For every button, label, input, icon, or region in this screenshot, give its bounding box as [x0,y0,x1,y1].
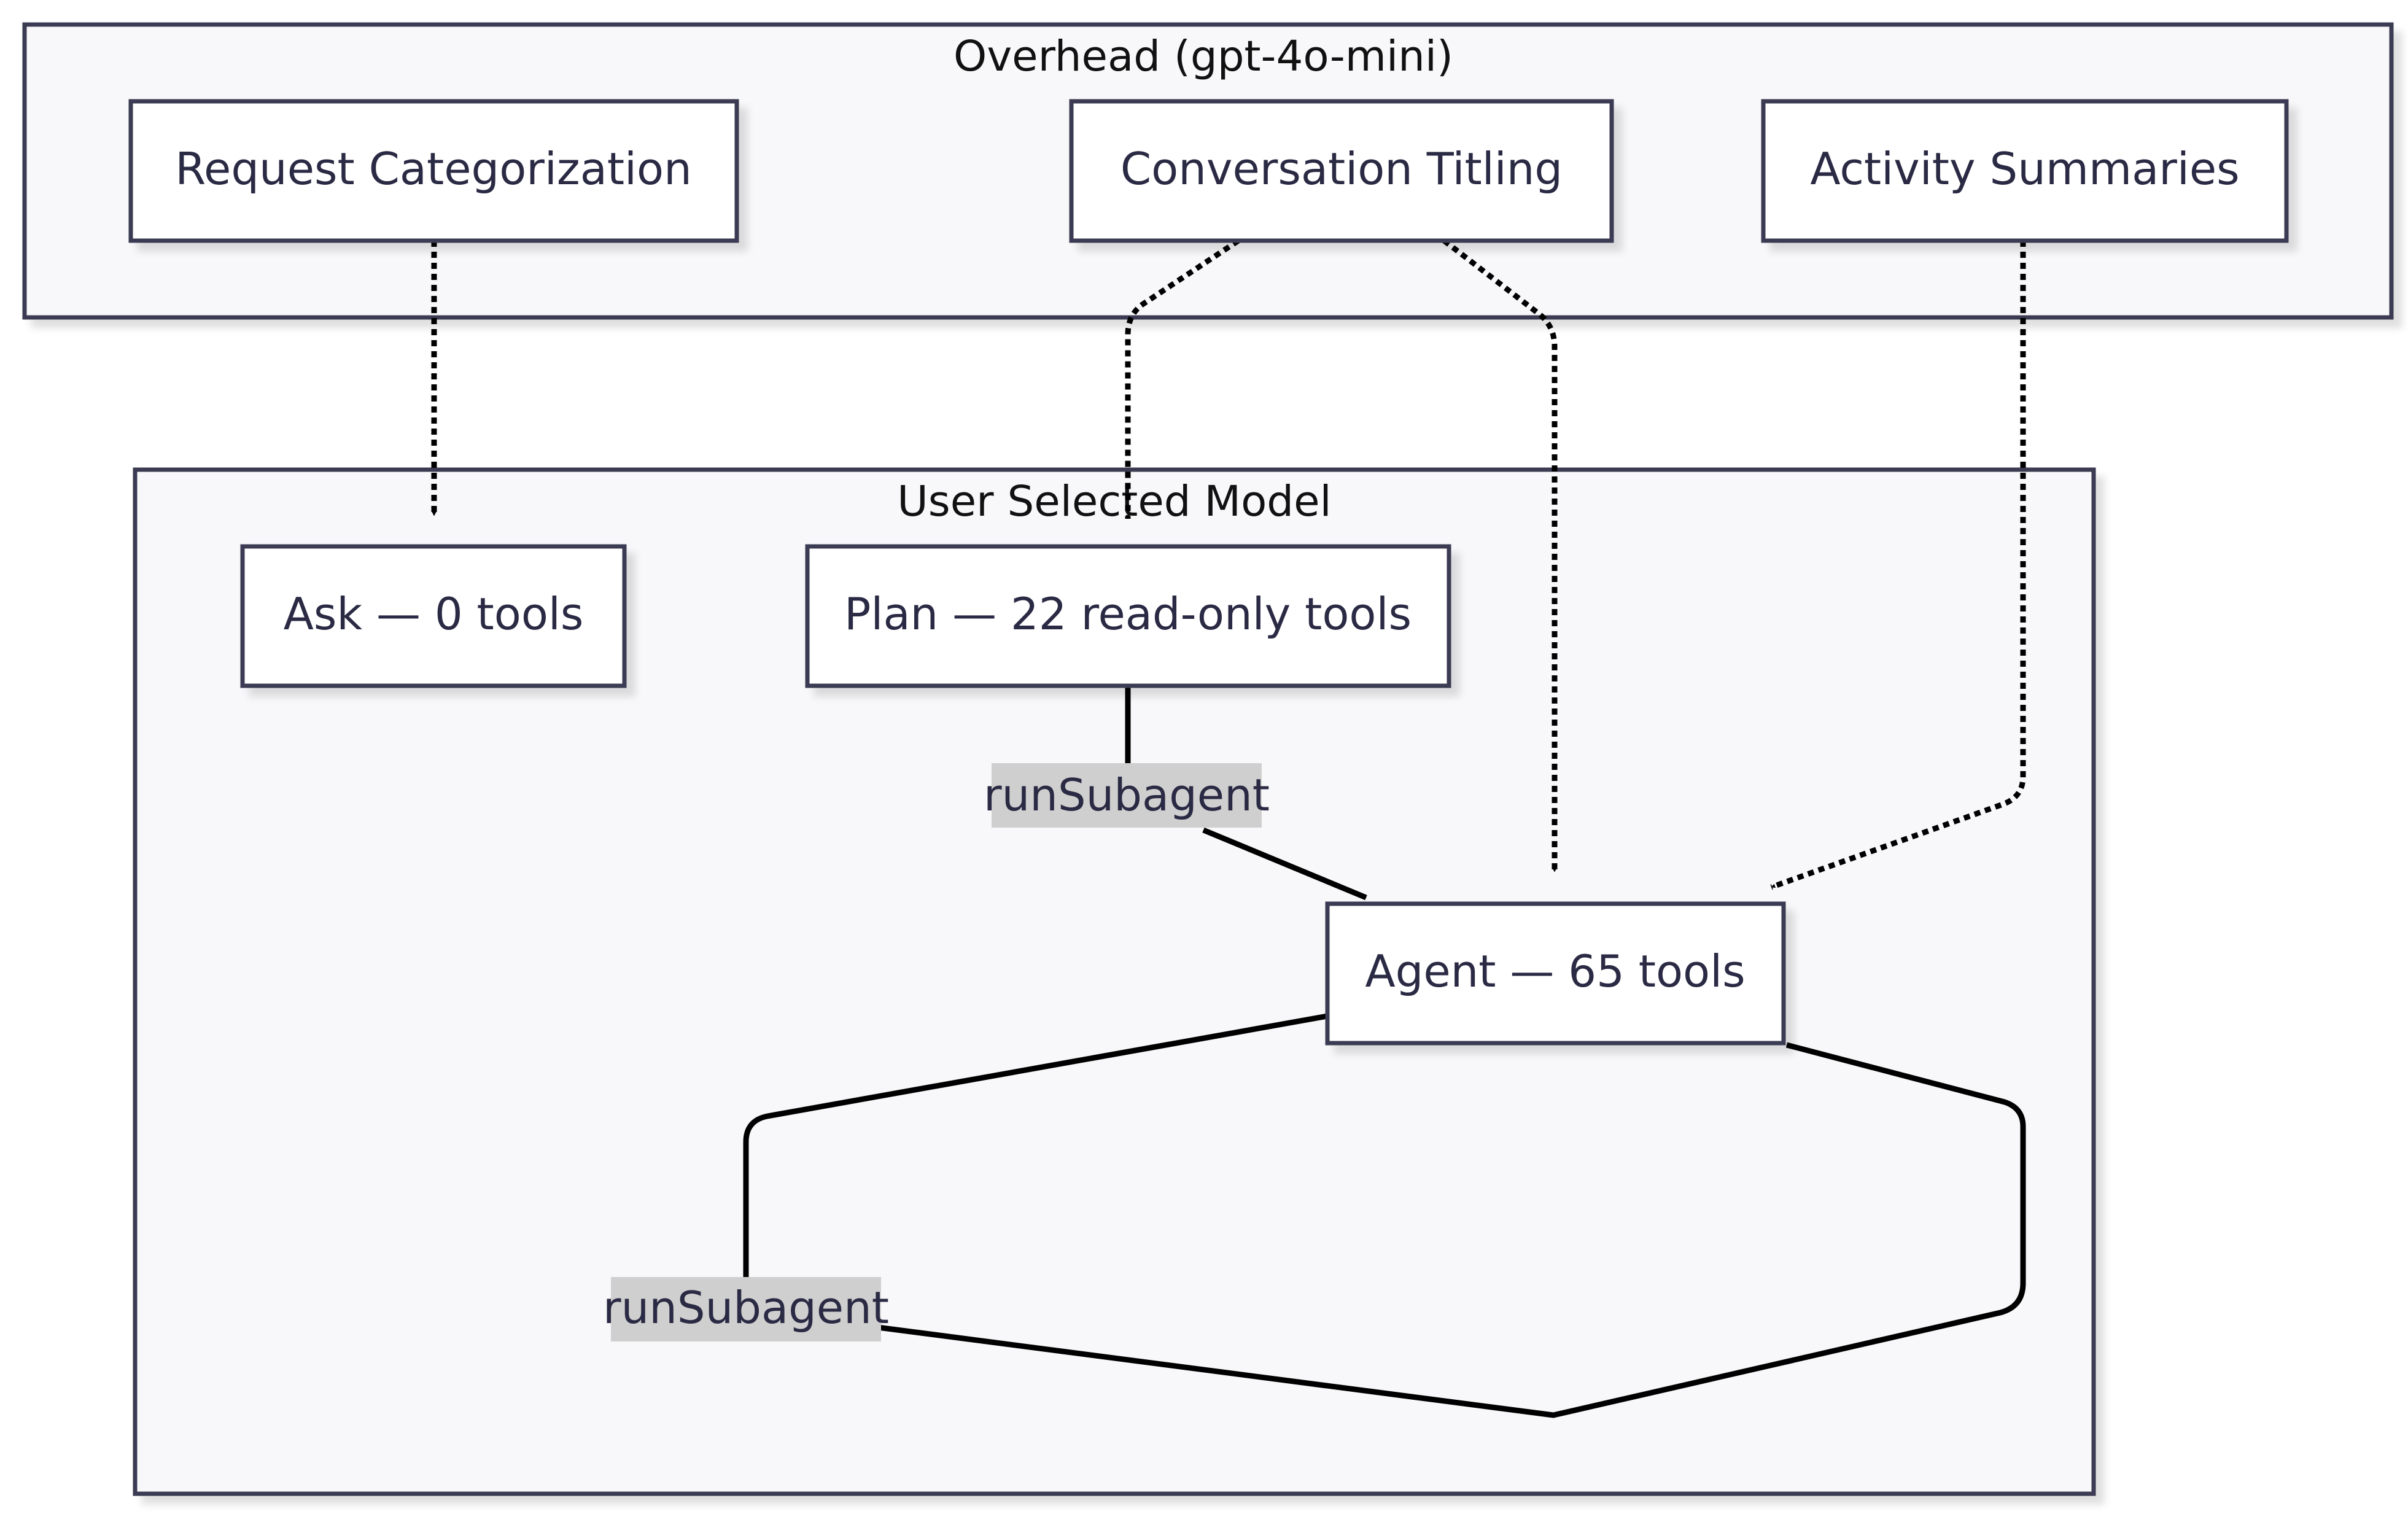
node-agent-label: Agent — 65 tools [1365,945,1745,997]
edge-activity-summaries-to-agent [1770,241,2026,890]
edge-label-agent-self-loop: runSubagent [603,1277,889,1341]
node-conversation-titling[interactable]: Conversation Titling [1069,99,1614,243]
node-conversation-titling-label: Conversation Titling [1120,143,1563,195]
node-activity-summaries-label: Activity Summaries [1810,143,2239,195]
node-ask-label: Ask — 0 tools [284,588,584,640]
edge-label-plan-to-agent-text: runSubagent [984,769,1270,821]
edge-conversation-titling-to-agent [1442,238,1558,872]
edge-plan-to-agent [1125,686,1366,898]
node-plan[interactable]: Plan — 22 read-only tools [805,544,1451,688]
node-request-categorization-label: Request Categorization [175,143,691,195]
edge-label-agent-self-loop-text: runSubagent [603,1282,889,1333]
cluster-user-selected-title: User Selected Model [897,477,1331,526]
cluster-overhead-title: Overhead (gpt-4o-mini) [953,32,1453,81]
node-agent[interactable]: Agent — 65 tools [1325,901,1786,1046]
node-ask[interactable]: Ask — 0 tools [240,544,627,688]
edge-conversation-titling-to-plan [1125,238,1240,519]
edge-agent-self-loop [743,1013,2026,1418]
node-request-categorization[interactable]: Request Categorization [128,99,739,243]
edge-label-plan-to-agent: runSubagent [984,763,1270,828]
node-plan-label: Plan — 22 read-only tools [844,588,1412,640]
node-activity-summaries[interactable]: Activity Summaries [1761,99,2289,243]
edges [431,238,2026,1418]
